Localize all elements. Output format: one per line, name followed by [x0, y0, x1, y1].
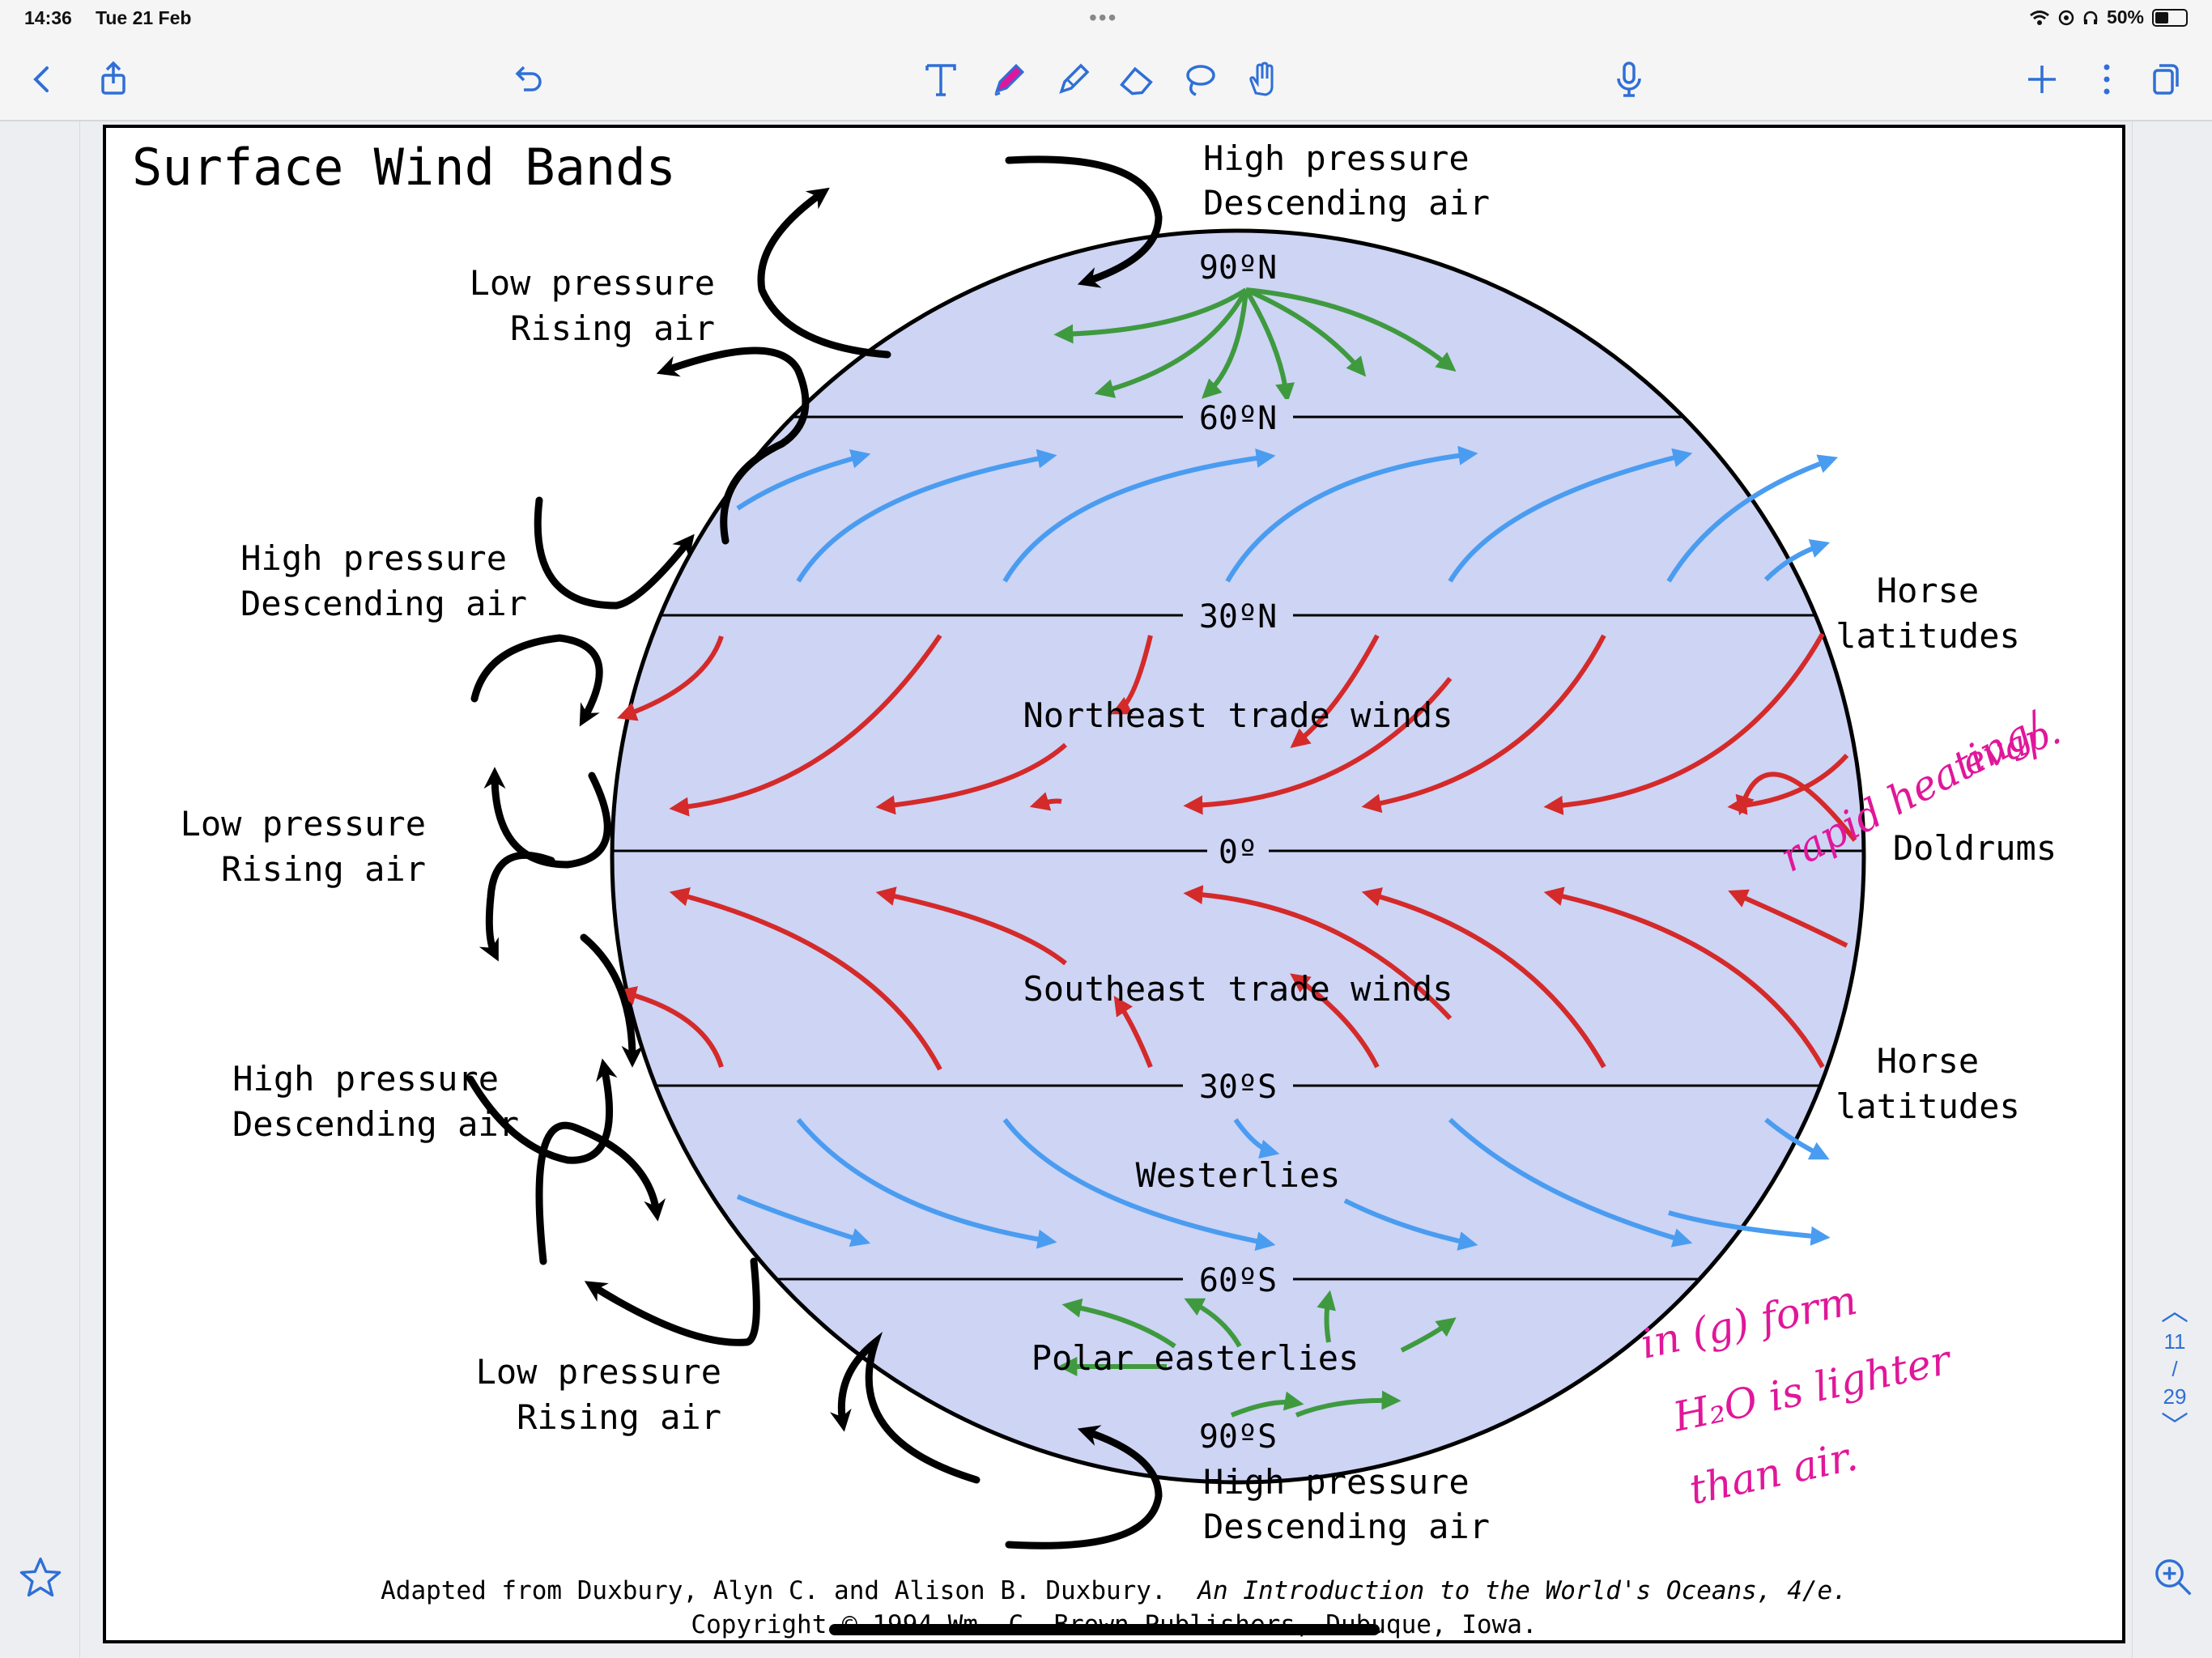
headphones-icon: [2083, 11, 2098, 24]
lat-30s: 30ºS: [1199, 1069, 1277, 1106]
microphone-icon[interactable]: [1603, 53, 1655, 105]
eraser-icon[interactable]: [1111, 53, 1163, 105]
svg-text:Adapted from Duxbury, Alyn C.: Adapted from Duxbury, Alyn C. and Alison…: [381, 1576, 1848, 1605]
wifi-icon: [2030, 10, 2049, 25]
northeast-trade-winds-arrows: [616, 632, 1857, 842]
share-icon[interactable]: [87, 53, 139, 105]
status-bar: 14:36 Tue 21 Feb ••• 50%: [0, 0, 2212, 37]
text-tool-icon[interactable]: [915, 53, 967, 105]
north-pole-label-line2: Descending air: [1203, 183, 1490, 223]
lasso-icon[interactable]: [1174, 53, 1226, 105]
add-icon[interactable]: [2016, 53, 2068, 105]
battery-percent: 50%: [2106, 6, 2144, 28]
battery-icon: [2152, 8, 2188, 27]
more-icon[interactable]: [2081, 53, 2133, 105]
page-down-chevron-icon[interactable]: ﹀: [2161, 1411, 2189, 1442]
polar-easterlies-south: [1057, 1290, 1457, 1418]
south-pole-label-line1: High pressure: [1203, 1462, 1470, 1502]
westerlies-north: [736, 445, 1839, 583]
left-sidebar: [0, 121, 80, 1658]
diagram-title: Surface Wind Bands: [132, 138, 676, 197]
left-labels: Low pressure Rising air High pressure De…: [181, 263, 721, 1437]
lat-60s: 60ºS: [1199, 1262, 1277, 1299]
left-label-3-line1: Low pressure: [181, 804, 426, 844]
lat-30n: 30ºN: [1199, 598, 1277, 636]
right-labels: Horse latitudes Doldrums Horse latitudes: [1836, 571, 2057, 1126]
horse-latitudes-south-line1: Horse: [1877, 1041, 1979, 1081]
latitude-labels: 90ºN 60ºN 30ºN 0º 30ºS 60ºS 90ºS: [1183, 249, 1293, 1456]
left-label-2-line2: Descending air: [240, 584, 527, 623]
horse-latitudes-north-line1: Horse: [1877, 571, 1979, 610]
undo-icon[interactable]: [502, 53, 554, 105]
left-label-4-line1: High pressure: [232, 1059, 499, 1099]
total-pages: 29: [2163, 1384, 2187, 1409]
note2-line3: than air.: [1685, 1432, 1861, 1513]
polar-easterlies-label: Polar easterlies: [1032, 1338, 1359, 1378]
westerlies-south: [736, 1117, 1831, 1252]
se-trades-label: Southeast trade winds: [1023, 969, 1453, 1009]
wind-names: Northeast trade winds Southeast trade wi…: [1023, 695, 1453, 1378]
status-date: Tue 21 Feb: [96, 7, 192, 28]
left-label-5-line1: Low pressure: [476, 1352, 721, 1392]
north-pole-label-line1: High pressure: [1203, 138, 1470, 178]
left-label-1-line1: Low pressure: [470, 263, 715, 303]
battery-level: [2155, 11, 2168, 23]
notebook-page[interactable]: Surface Wind Bands High pressure Descend…: [103, 125, 2125, 1643]
circulation-arrows: [466, 155, 1163, 1550]
southeast-trade-winds-arrows: [616, 885, 1848, 1071]
page-navigator: ︿ 11 / 29 ﹀: [2138, 1295, 2212, 1443]
horse-latitudes-north-line2: latitudes: [1836, 616, 2020, 656]
favorite-star-icon[interactable]: [18, 1554, 63, 1600]
back-icon[interactable]: [16, 53, 68, 105]
south-pole-label-line2: Descending air: [1203, 1507, 1490, 1546]
left-label-5-line2: Rising air: [517, 1397, 721, 1437]
left-label-3-line2: Rising air: [221, 849, 426, 889]
page-up-chevron-icon[interactable]: ︿: [2161, 1296, 2189, 1327]
multitasking-dots-icon[interactable]: •••: [1089, 5, 1118, 30]
westerlies-label: Westerlies: [1136, 1155, 1341, 1195]
credit-authors: Adapted from Duxbury, Alyn C. and Alison…: [381, 1576, 1167, 1605]
highlighter-icon[interactable]: [1048, 53, 1100, 105]
doldrums-label: Doldrums: [1893, 828, 2057, 868]
left-label-2-line1: High pressure: [240, 538, 507, 578]
lat-90n: 90ºN: [1199, 249, 1277, 287]
toolbar: [0, 37, 2212, 121]
location-icon: [2058, 10, 2074, 25]
lat-90s: 90ºS: [1199, 1418, 1277, 1456]
home-indicator[interactable]: [829, 1624, 1380, 1635]
lat-0: 0º: [1219, 834, 1257, 871]
right-sidebar: [2132, 121, 2212, 1658]
polar-easterlies-north: [1053, 287, 1457, 403]
hand-icon[interactable]: [1237, 53, 1289, 105]
current-page: 11: [2163, 1329, 2186, 1354]
lat-60n: 60ºN: [1199, 400, 1277, 437]
status-right: 50%: [2029, 6, 2188, 28]
ne-trades-label: Northeast trade winds: [1023, 695, 1453, 735]
credit-book-title: An Introduction to the World's Oceans, 4…: [1196, 1576, 1848, 1605]
status-time: 14:36: [24, 7, 72, 28]
left-label-4-line2: Descending air: [232, 1104, 519, 1144]
left-label-1-line2: Rising air: [510, 308, 715, 348]
horse-latitudes-south-line2: latitudes: [1836, 1086, 2020, 1126]
pen-icon[interactable]: [983, 53, 1035, 105]
zoom-in-icon[interactable]: [2150, 1554, 2196, 1600]
pages-icon[interactable]: [2139, 53, 2191, 105]
wind-bands-diagram: Surface Wind Bands High pressure Descend…: [132, 138, 2066, 1639]
page-separator: /: [2172, 1357, 2178, 1381]
